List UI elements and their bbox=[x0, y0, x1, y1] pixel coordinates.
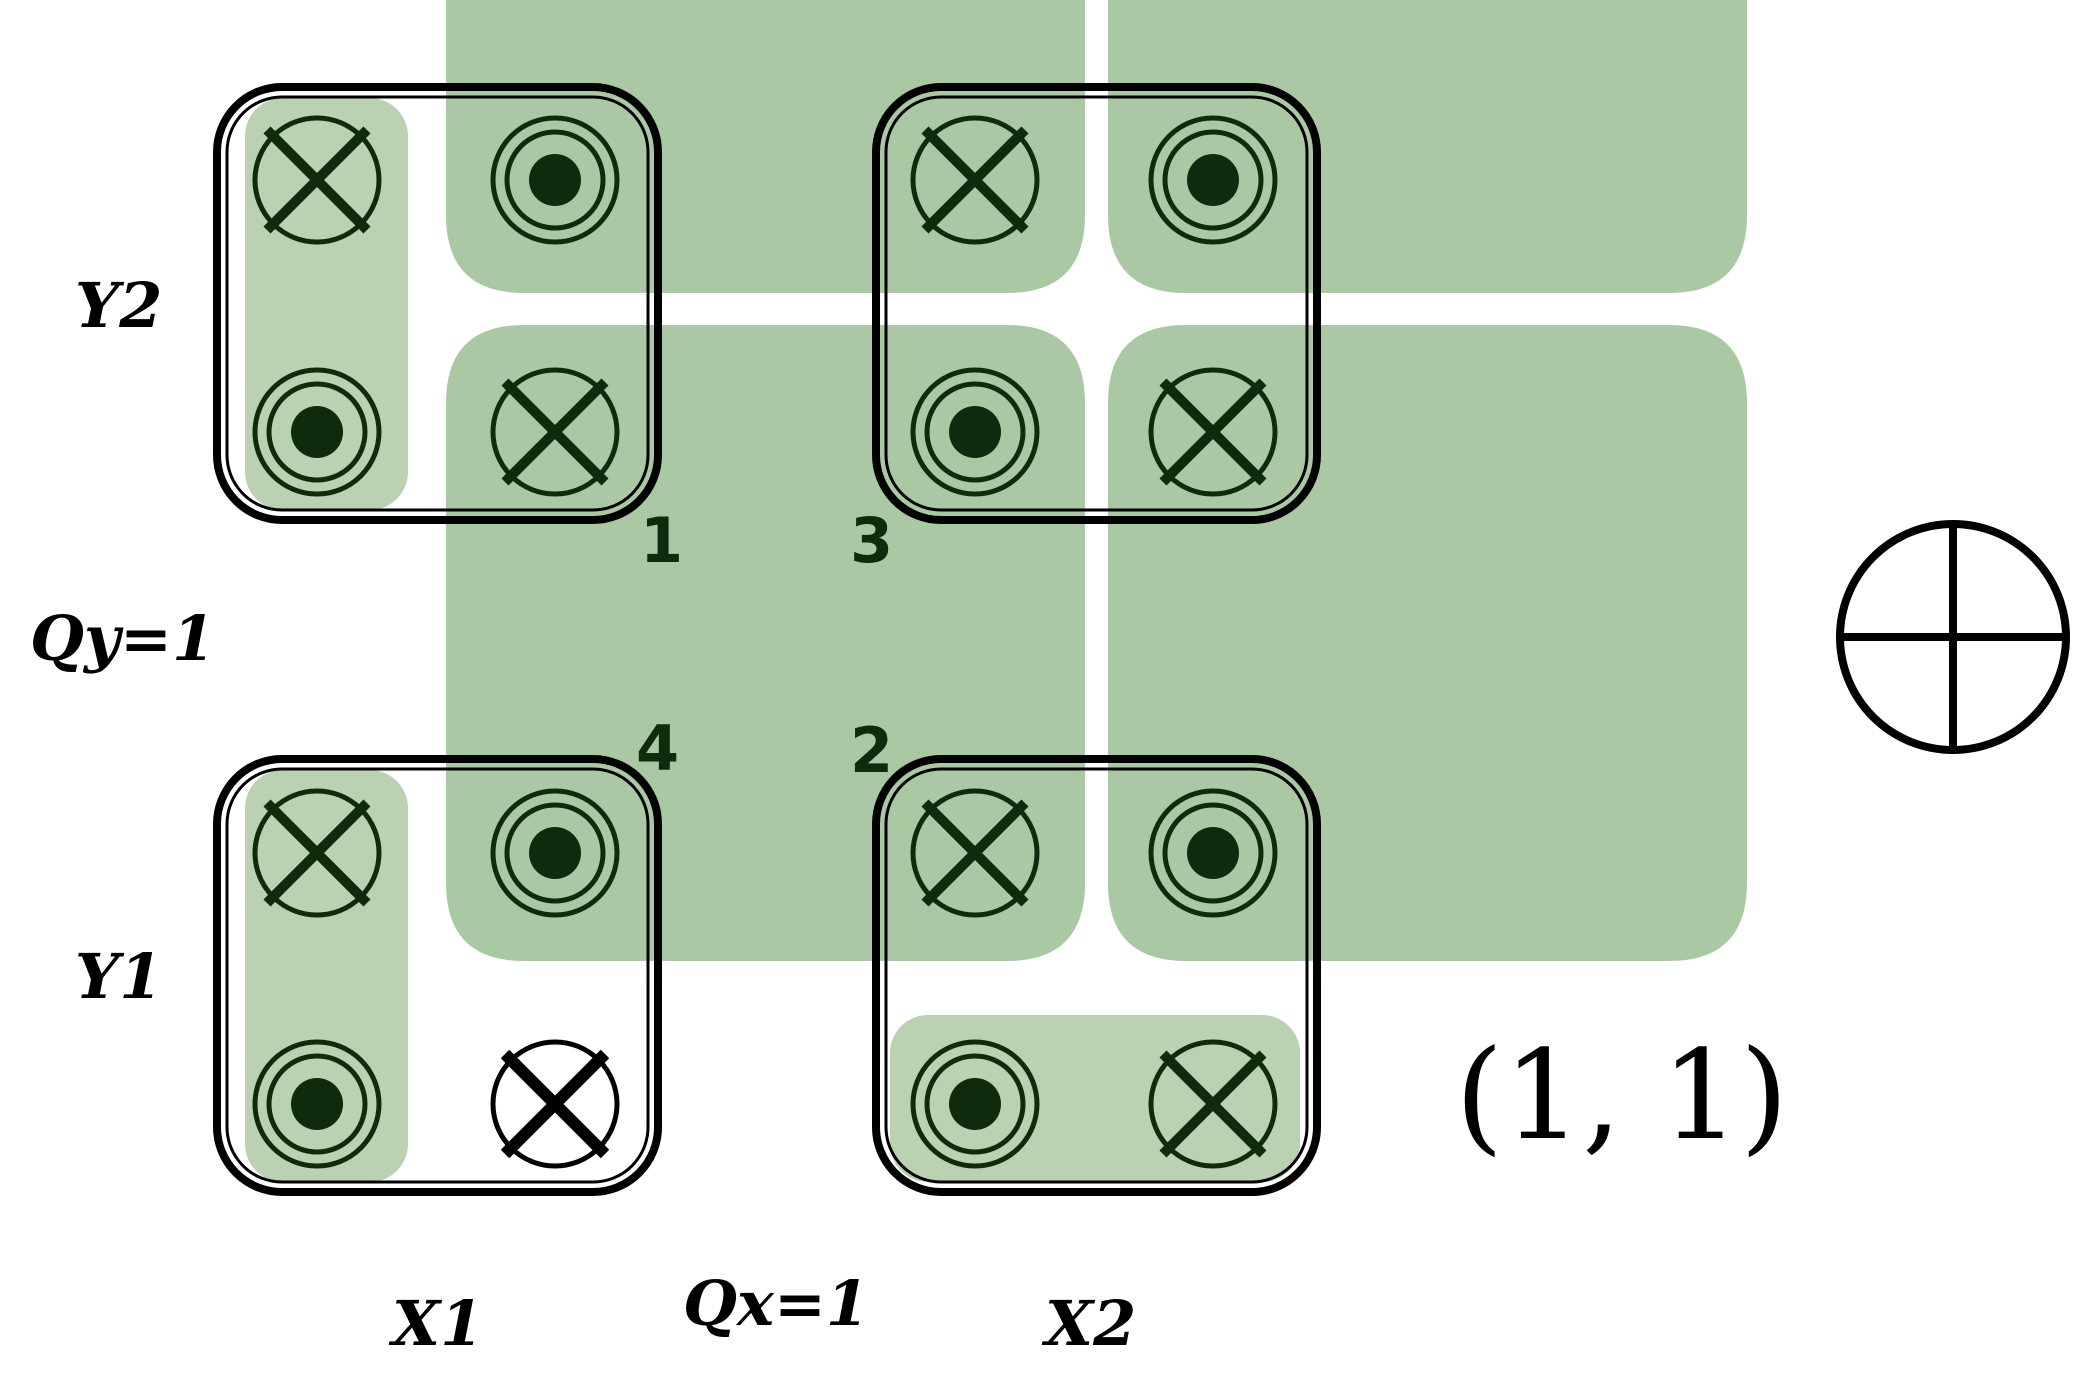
label-y1: Y1 bbox=[75, 940, 162, 1013]
circled-plus-icon bbox=[1836, 520, 2070, 754]
shade-top-right bbox=[1108, 0, 1747, 293]
outline-boxes-inner bbox=[225, 95, 1309, 1184]
strip-y1-left bbox=[245, 770, 408, 1182]
shade-middle-left bbox=[446, 325, 1085, 961]
corner-number-2: 2 bbox=[850, 714, 893, 787]
box-y2-x2 bbox=[872, 83, 1321, 524]
box-y2-x1 bbox=[213, 83, 662, 524]
box-y1-x1 bbox=[213, 755, 662, 1196]
shade-middle-right bbox=[1108, 325, 1747, 961]
light-strips bbox=[245, 98, 1300, 1182]
label-qy: Qy=1 bbox=[30, 602, 215, 675]
box-y1-x2 bbox=[872, 755, 1321, 1196]
strip-y2-left bbox=[245, 98, 408, 510]
corner-number-3: 3 bbox=[850, 504, 893, 577]
outline-boxes bbox=[213, 83, 1321, 1196]
label-pair: (1, 1) bbox=[1455, 1024, 1788, 1168]
label-qx: Qx=1 bbox=[683, 1267, 869, 1340]
circled-cross-icon-unshaded bbox=[490, 1039, 620, 1169]
label-y2: Y2 bbox=[75, 269, 162, 342]
corner-number-1: 1 bbox=[640, 504, 683, 577]
corner-number-4: 4 bbox=[636, 712, 679, 785]
label-x2: X2 bbox=[1041, 1287, 1136, 1360]
shade-top-left bbox=[446, 0, 1085, 293]
label-x1: X1 bbox=[388, 1287, 483, 1360]
